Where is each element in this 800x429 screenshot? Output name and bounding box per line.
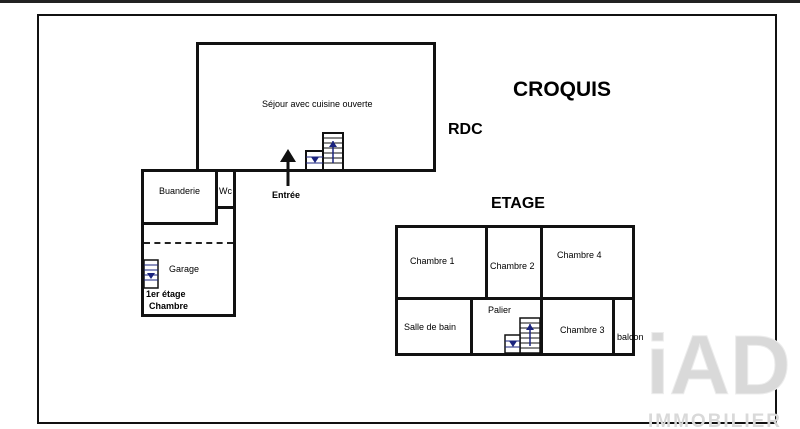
stairs-icon-palier bbox=[504, 317, 541, 354]
room-buanderie-label: Buanderie bbox=[159, 186, 201, 196]
room-palier-label: Palier bbox=[488, 305, 512, 315]
iad-logo-text: iAD bbox=[646, 318, 791, 412]
sketch-title: CROQUIS bbox=[513, 78, 612, 101]
entree-label: Entrée bbox=[272, 190, 301, 200]
rdc-label: RDC bbox=[448, 121, 483, 138]
room-wc-label: Wc bbox=[219, 186, 232, 196]
room-balcon bbox=[612, 297, 635, 356]
room-balcon-label: balcon bbox=[617, 332, 644, 342]
etage-access-label-line2: Chambre bbox=[149, 301, 189, 311]
stairs-icon-garage bbox=[143, 259, 159, 289]
room-chambre-2-label: Chambre 2 bbox=[490, 261, 535, 271]
iad-logo-mark: iAD IMMOBILIER bbox=[646, 318, 792, 429]
room-sejour-label: Séjour avec cuisine ouverte bbox=[262, 99, 373, 109]
iad-logo-subtitle: IMMOBILIER bbox=[648, 411, 782, 429]
room-garage-label: Garage bbox=[169, 264, 200, 274]
room-wc bbox=[215, 169, 236, 209]
garage-divider bbox=[144, 242, 233, 244]
room-chambre-4-label: Chambre 4 bbox=[557, 250, 602, 260]
stairs-icon-rdc bbox=[305, 132, 344, 171]
room-buanderie bbox=[141, 169, 218, 225]
room-chambre-1-label: Chambre 1 bbox=[410, 256, 455, 266]
etage-label: ETAGE bbox=[491, 195, 545, 212]
top-border-line bbox=[0, 0, 800, 3]
etage-access-label-line1: 1er étage bbox=[146, 289, 186, 299]
room-salle-de-bain-label: Salle de bain bbox=[404, 322, 457, 332]
iad-logo: iAD IMMOBILIER bbox=[640, 312, 800, 429]
room-chambre-3-label: Chambre 3 bbox=[560, 325, 605, 335]
entree-arrow-icon bbox=[280, 149, 296, 186]
sketch-frame bbox=[37, 14, 777, 424]
room-chambre-4 bbox=[540, 225, 635, 300]
